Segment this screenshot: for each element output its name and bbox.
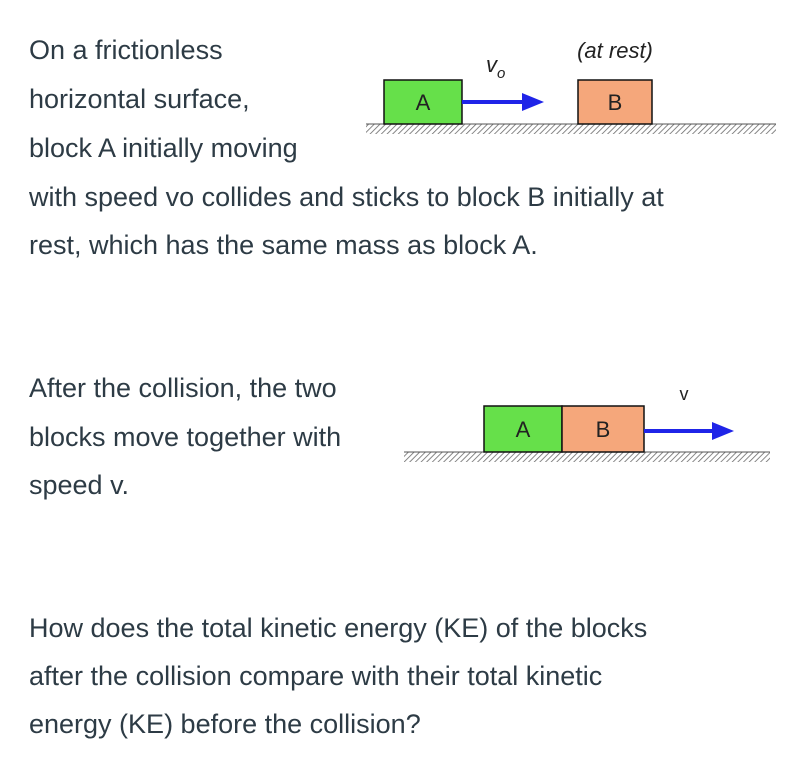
velocity-label-v: v xyxy=(680,384,689,404)
block-b-label-before: B xyxy=(608,90,623,115)
block-a-before xyxy=(383,79,463,125)
ground-surface-after xyxy=(404,452,770,462)
after-text-line-1: After the collision, the two xyxy=(29,373,337,403)
after-text-line-2: blocks move together with xyxy=(29,422,342,452)
after-collision-diagram: A B v xyxy=(404,384,770,462)
block-b-before xyxy=(577,79,653,125)
block-a-label-after: A xyxy=(516,417,531,442)
block-a-after xyxy=(483,405,563,453)
intro-text-line-5: rest, which has the same mass as block A… xyxy=(29,230,538,260)
intro-text-line-3: block A initially moving xyxy=(29,133,298,163)
after-text-line-3: speed v. xyxy=(29,470,130,500)
at-rest-label: (at rest) xyxy=(577,38,653,63)
question-line-1: How does the total kinetic energy (KE) o… xyxy=(29,613,648,643)
question-line-3: energy (KE) before the collision? xyxy=(29,709,421,739)
block-b-after xyxy=(561,405,645,453)
ground-surface-before xyxy=(366,124,776,134)
intro-text-line-2: horizontal surface, xyxy=(29,84,250,114)
block-a-label-before: A xyxy=(416,90,431,115)
velocity-arrow-head-after xyxy=(712,422,734,440)
velocity-label-vo: vo xyxy=(486,52,505,82)
question-line-2: after the collision compare with their t… xyxy=(29,661,603,691)
velocity-arrow-head-before xyxy=(522,93,544,111)
intro-text-line-1: On a frictionless xyxy=(29,35,223,65)
block-b-label-after: B xyxy=(596,417,611,442)
intro-text-line-4: with speed vo collides and sticks to blo… xyxy=(29,182,664,212)
before-collision-diagram: A vo B (at rest) xyxy=(366,38,776,134)
